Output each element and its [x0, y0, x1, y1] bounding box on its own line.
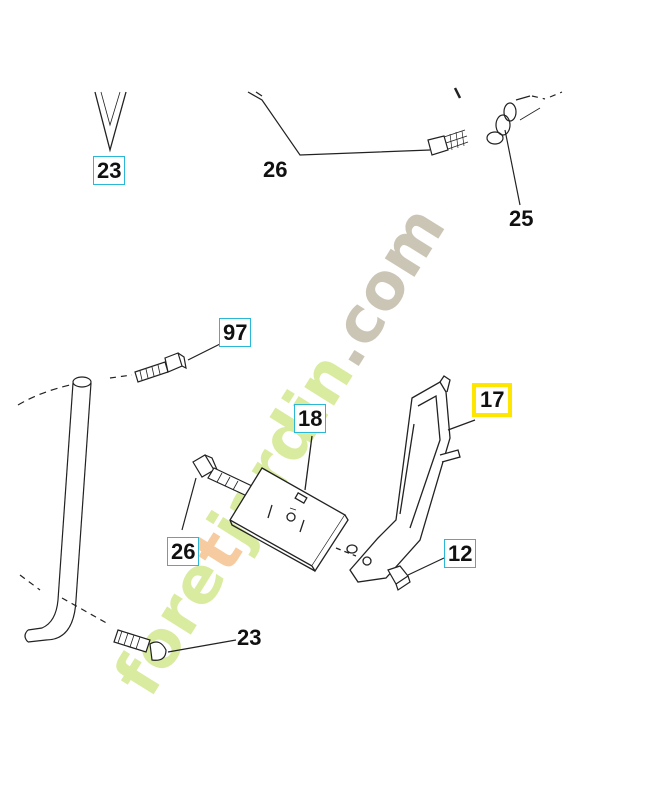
- top-left-fragment: [94, 91, 127, 153]
- part-label-26-mid: 26: [167, 537, 200, 566]
- part-label-18: 18: [294, 404, 327, 433]
- top-right-clip: [453, 87, 563, 206]
- part-label-23-top: 23: [93, 156, 126, 185]
- part-label-26-top: 26: [263, 157, 288, 182]
- part-label-25: 25: [509, 206, 534, 231]
- long-rod: [17, 376, 111, 643]
- top-bolt-assembly: [247, 91, 469, 156]
- part-label-12: 12: [444, 539, 477, 568]
- bolt-23-bottom: [113, 629, 237, 661]
- part-label-23-bottom: 23: [237, 625, 262, 650]
- nut-12: [387, 557, 445, 591]
- part-label-97: 97: [219, 318, 252, 347]
- plate-18: [229, 435, 349, 573]
- bolt-97: [109, 342, 223, 383]
- part-label-17: 17: [472, 383, 513, 417]
- bolt-26-mid: [181, 454, 269, 531]
- bracket-17: [335, 375, 476, 583]
